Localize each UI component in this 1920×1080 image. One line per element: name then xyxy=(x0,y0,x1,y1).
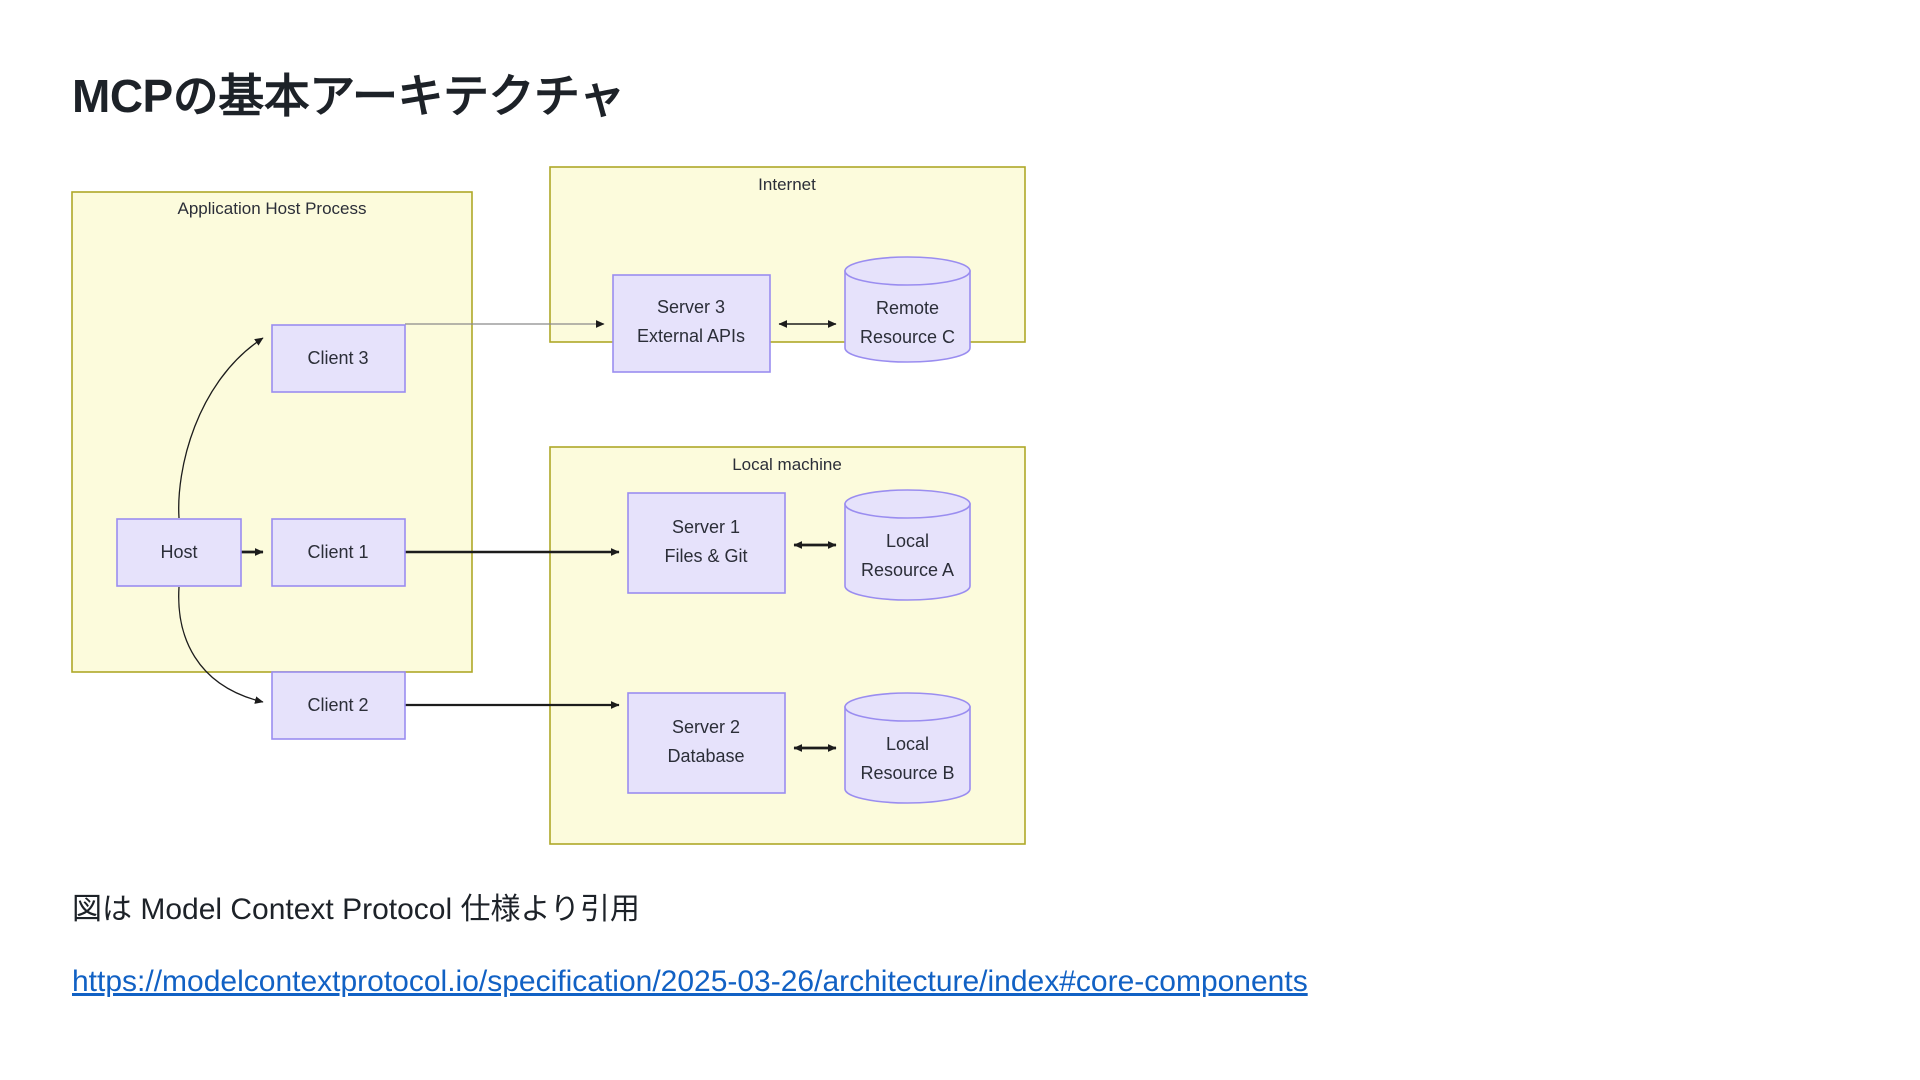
node-label-remote-resource-c-line2: Resource C xyxy=(860,327,955,347)
node-server1[interactable]: Server 1 Files & Git xyxy=(627,492,786,594)
node-label-client2: Client 2 xyxy=(307,695,368,715)
edge-host-to-client3 xyxy=(178,337,264,519)
node-label-local-resource-b-line1: Local xyxy=(886,734,929,754)
node-label-client1: Client 1 xyxy=(307,542,368,562)
source-url-link[interactable]: https://modelcontextprotocol.io/specific… xyxy=(72,965,1308,998)
edge-host-to-client2 xyxy=(178,586,264,704)
node-label-server3-line2: External APIs xyxy=(637,326,745,346)
node-local-resource-b[interactable]: Local Resource B xyxy=(844,692,971,804)
mcp-architecture-diagram: Application Host Process Internet Local … xyxy=(0,0,1100,880)
node-label-local-resource-b-line2: Resource B xyxy=(860,763,954,783)
group-label-internet: Internet xyxy=(758,175,816,194)
node-label-client3: Client 3 xyxy=(307,348,368,368)
node-server2[interactable]: Server 2 Database xyxy=(627,692,786,794)
node-label-local-resource-a-line1: Local xyxy=(886,531,929,551)
node-remote-resource-c[interactable]: Remote Resource C xyxy=(844,256,971,363)
node-client2[interactable]: Client 2 xyxy=(271,671,406,740)
node-client3[interactable]: Client 3 xyxy=(271,324,406,393)
node-client1[interactable]: Client 1 xyxy=(271,518,406,587)
node-label-server1-line2: Files & Git xyxy=(664,546,747,566)
node-server3[interactable]: Server 3 External APIs xyxy=(612,274,771,373)
page-title: MCPの基本アーキテクチャ xyxy=(72,70,625,122)
node-label-server1-line1: Server 1 xyxy=(672,517,740,537)
group-application-host-process: Application Host Process xyxy=(71,191,473,673)
node-label-remote-resource-c-line1: Remote xyxy=(876,298,939,318)
node-label-server3-line1: Server 3 xyxy=(657,297,725,317)
node-host[interactable]: Host xyxy=(116,518,242,587)
node-label-host: Host xyxy=(160,542,197,562)
group-label-application-host-process: Application Host Process xyxy=(178,199,367,218)
group-label-local-machine: Local machine xyxy=(732,455,842,474)
source-caption: 図は Model Context Protocol 仕様より引用 xyxy=(72,893,640,926)
node-label-server2-line1: Server 2 xyxy=(672,717,740,737)
node-label-server2-line2: Database xyxy=(667,746,744,766)
node-label-local-resource-a-line2: Resource A xyxy=(861,560,954,580)
node-local-resource-a[interactable]: Local Resource A xyxy=(844,489,971,601)
